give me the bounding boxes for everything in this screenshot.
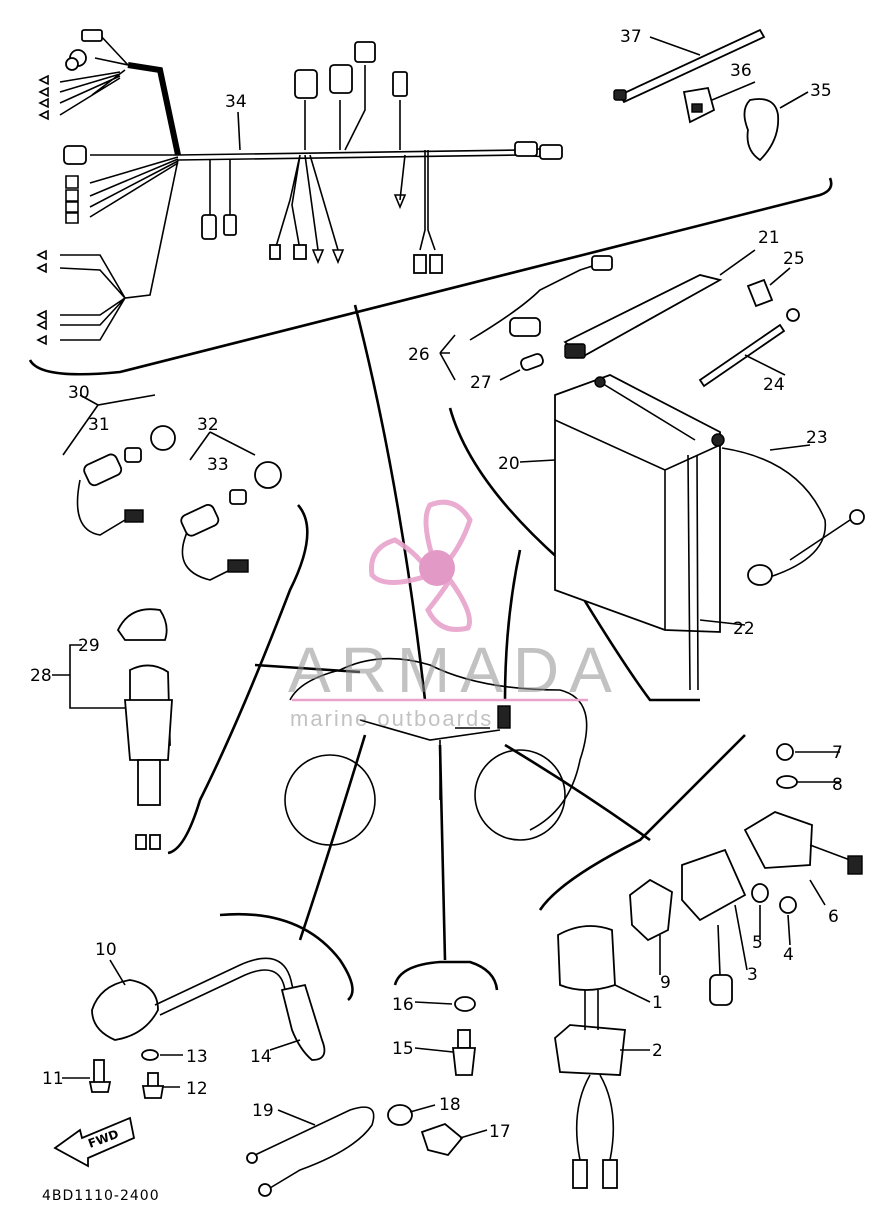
callout-20: 20 — [498, 454, 520, 474]
part-7-nut[interactable] — [776, 743, 794, 761]
part-20-battery[interactable] — [554, 374, 725, 633]
part-12-bolt[interactable] — [141, 1072, 165, 1099]
part-22-strap[interactable] — [687, 454, 699, 691]
propeller-logo-icon — [368, 499, 473, 632]
callout-3: 3 — [747, 965, 758, 985]
wire-harness-34[interactable] — [36, 29, 563, 346]
callout-1: 1 — [652, 993, 663, 1013]
callout-labels: 1 2 3 4 5 6 7 8 9 10 11 12 13 14 15 16 1… — [30, 27, 843, 1142]
callout-5: 5 — [752, 933, 763, 953]
part-35-holder[interactable] — [743, 98, 780, 162]
callout-27: 27 — [470, 373, 492, 393]
callout-29: 29 — [78, 636, 100, 656]
armada-watermark: ARMADA marine outboards — [288, 499, 622, 731]
part-9-flasher-relay[interactable] — [629, 878, 673, 942]
callout-15: 15 — [392, 1039, 414, 1059]
part-11-bolt[interactable] — [88, 1059, 112, 1093]
motorcycle-outline — [284, 657, 588, 846]
watermark-tagline: marine outboards — [290, 706, 493, 731]
part-25-bolt[interactable] — [746, 278, 774, 308]
part-19-lead-wire[interactable] — [246, 1106, 375, 1197]
callout-25: 25 — [783, 249, 805, 269]
part-14-plug-cap[interactable] — [280, 983, 326, 1061]
part-4-bolt[interactable] — [779, 896, 797, 914]
watermark-brand: ARMADA — [288, 634, 622, 706]
part-33-sensor-lead[interactable] — [179, 461, 282, 581]
callout-16: 16 — [392, 995, 414, 1015]
callout-35: 35 — [810, 81, 832, 101]
part-26-fuse-holder[interactable] — [469, 255, 613, 341]
callout-17: 17 — [489, 1122, 511, 1142]
part-23-lead-wire[interactable] — [721, 447, 865, 586]
part-16-washer[interactable] — [454, 996, 476, 1012]
callout-11: 11 — [42, 1069, 64, 1089]
callout-2: 2 — [652, 1041, 663, 1061]
part-6-relay[interactable] — [743, 811, 863, 875]
region-boundaries — [28, 177, 833, 1001]
part-13-washer[interactable] — [141, 1049, 159, 1061]
part-36-clamp[interactable] — [682, 86, 716, 124]
part-18-gasket[interactable] — [387, 1104, 413, 1126]
callout-14: 14 — [250, 1047, 272, 1067]
callout-34: 34 — [225, 92, 247, 112]
part-3-regulator[interactable] — [681, 848, 747, 1006]
part-1-rectifier[interactable] — [557, 925, 616, 991]
part-21-battery-band[interactable] — [563, 274, 723, 359]
callout-33: 33 — [207, 455, 229, 475]
callout-37: 37 — [620, 27, 642, 47]
callout-31: 31 — [88, 415, 110, 435]
part-28-ignition-assembly[interactable] — [124, 664, 173, 850]
callout-28: 28 — [30, 666, 52, 686]
part-31-sensor-lead[interactable] — [76, 425, 176, 536]
part-8-washer[interactable] — [776, 775, 798, 789]
diagram-code: 4BD1110-2400 — [42, 1188, 160, 1204]
part-17-switch[interactable] — [420, 1122, 464, 1157]
callout-18: 18 — [439, 1095, 461, 1115]
callout-26: 26 — [408, 345, 430, 365]
callout-30: 30 — [68, 383, 90, 403]
part-29-plug-cap[interactable] — [116, 608, 168, 641]
callout-32: 32 — [197, 415, 219, 435]
part-27-fuse[interactable] — [520, 353, 545, 372]
part-5-washer[interactable] — [751, 883, 769, 903]
callout-4: 4 — [783, 945, 794, 965]
callout-10: 10 — [95, 940, 117, 960]
part-37-cable-tie[interactable] — [613, 28, 766, 104]
callout-8: 8 — [832, 775, 843, 795]
part-2-bracket[interactable] — [554, 990, 626, 1189]
callout-19: 19 — [252, 1101, 274, 1121]
fwd-arrow-icon: FWD — [53, 1116, 136, 1168]
callout-24: 24 — [763, 375, 785, 395]
callout-22: 22 — [733, 619, 755, 639]
callout-21: 21 — [758, 228, 780, 248]
callout-9: 9 — [660, 973, 671, 993]
callout-6: 6 — [828, 907, 839, 927]
callout-leaders — [52, 36, 840, 1139]
callout-36: 36 — [730, 61, 752, 81]
part-15-sensor[interactable] — [451, 1029, 477, 1076]
part-10-ignition-coil[interactable] — [91, 957, 296, 1041]
callout-23: 23 — [806, 428, 828, 448]
part-24-lead-wire[interactable] — [698, 308, 800, 388]
callout-7: 7 — [832, 743, 843, 763]
callout-12: 12 — [186, 1079, 208, 1099]
callout-13: 13 — [186, 1047, 208, 1067]
